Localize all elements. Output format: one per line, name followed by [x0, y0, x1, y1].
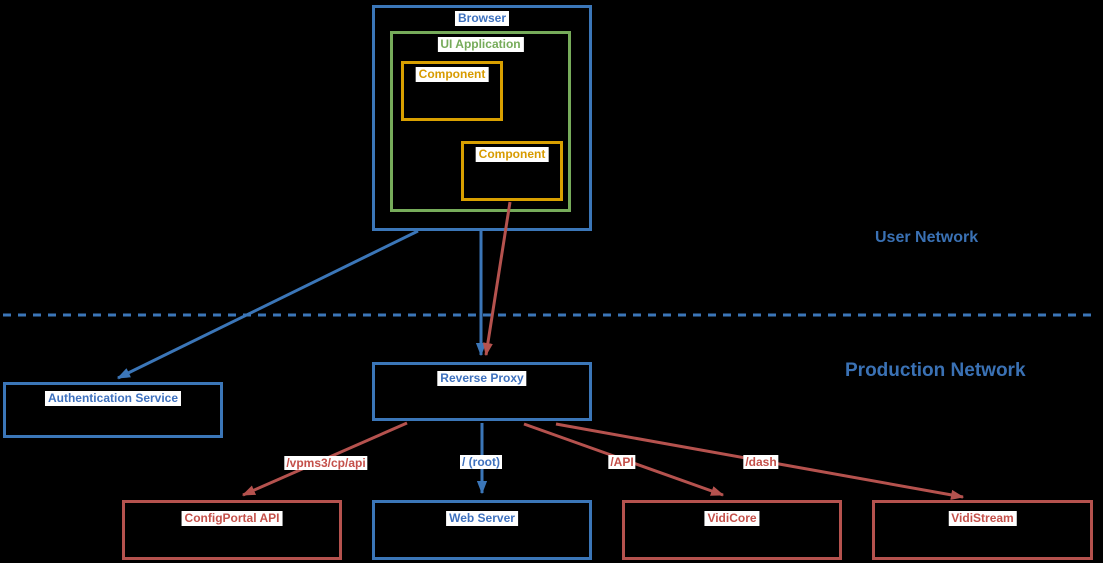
authentication-service-node: Authentication Service — [3, 382, 223, 438]
browser-node-label: Browser — [454, 11, 510, 26]
production-network-zone-label: Production Network — [845, 360, 1026, 381]
configportal-api-node: ConfigPortal API — [122, 500, 342, 560]
edge-browser-to-auth-service — [116, 229, 419, 380]
web-server-node-label: Web Server — [446, 511, 518, 526]
edge-label-vidistream-path: /dash — [743, 455, 779, 469]
component-1-node: Component — [401, 61, 503, 121]
component-2-node-label: Component — [475, 147, 549, 162]
browser-node: Browser — [372, 5, 592, 231]
ui-application-node-label: UI Application — [437, 37, 524, 52]
component-2-node: Component — [461, 141, 563, 201]
edge-label-configportal-path: /vpms3/cp/api — [284, 456, 368, 470]
user-network-zone-label: User Network — [875, 229, 979, 246]
web-server-node: Web Server — [372, 500, 592, 560]
edge-component2-to-reverse-proxy — [482, 201, 512, 357]
vidistream-node-label: VidiStream — [948, 511, 1017, 526]
authentication-service-node-label: Authentication Service — [44, 391, 182, 406]
edge-label-webserver-path: / (root) — [460, 455, 502, 469]
reverse-proxy-node: Reverse Proxy — [372, 362, 592, 421]
vidicore-node: VidiCore — [622, 500, 842, 560]
vidistream-node: VidiStream — [872, 500, 1093, 560]
reverse-proxy-node-label: Reverse Proxy — [437, 371, 527, 386]
vidicore-node-label: VidiCore — [704, 511, 760, 526]
configportal-api-node-label: ConfigPortal API — [181, 511, 283, 526]
ui-application-node: UI Application — [390, 31, 571, 212]
edge-label-vidicore-path: /API — [608, 455, 636, 469]
component-1-node-label: Component — [415, 67, 489, 82]
